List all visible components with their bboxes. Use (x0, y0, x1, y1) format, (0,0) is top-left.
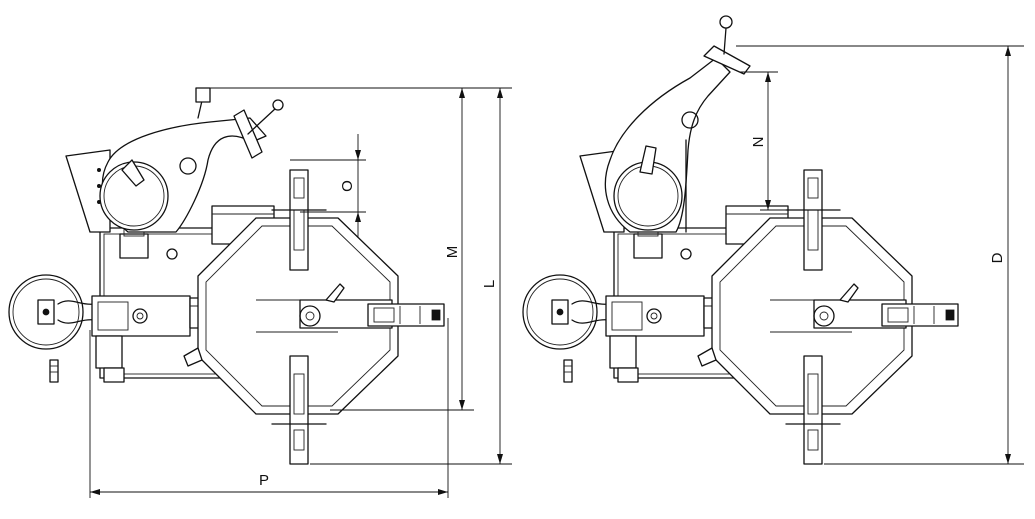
tire-changer-body-left (8, 149, 445, 465)
machine-view-left: M L O P (8, 87, 512, 498)
arrowhead-P-left (90, 489, 100, 495)
arrowhead-L-bottom (497, 454, 503, 464)
dimension-label-D: D (989, 252, 1006, 263)
arrowhead-D-top (1005, 46, 1011, 56)
dimension-label-M: M (444, 246, 461, 259)
arrowhead-D-bottom (1005, 454, 1011, 464)
arrowhead-O-top (355, 150, 361, 160)
arrowhead-N-top (765, 72, 771, 82)
dimension-label-L: L (481, 280, 498, 288)
dimension-label-N: N (750, 137, 767, 148)
arrowhead-P-right (438, 489, 448, 495)
dimension-label-P: P (259, 472, 269, 489)
mount-column-right (604, 15, 751, 233)
arrowhead-M-top (459, 88, 465, 98)
arrowhead-L-top (497, 88, 503, 98)
machine-view-right: N D (522, 15, 1024, 465)
arrowhead-N-bottom (765, 200, 771, 210)
tire-changer-body-right (522, 149, 959, 465)
arrowhead-M-bottom (459, 400, 465, 410)
dimension-label-O: O (339, 180, 356, 192)
arrowhead-O-bottom (355, 212, 361, 222)
